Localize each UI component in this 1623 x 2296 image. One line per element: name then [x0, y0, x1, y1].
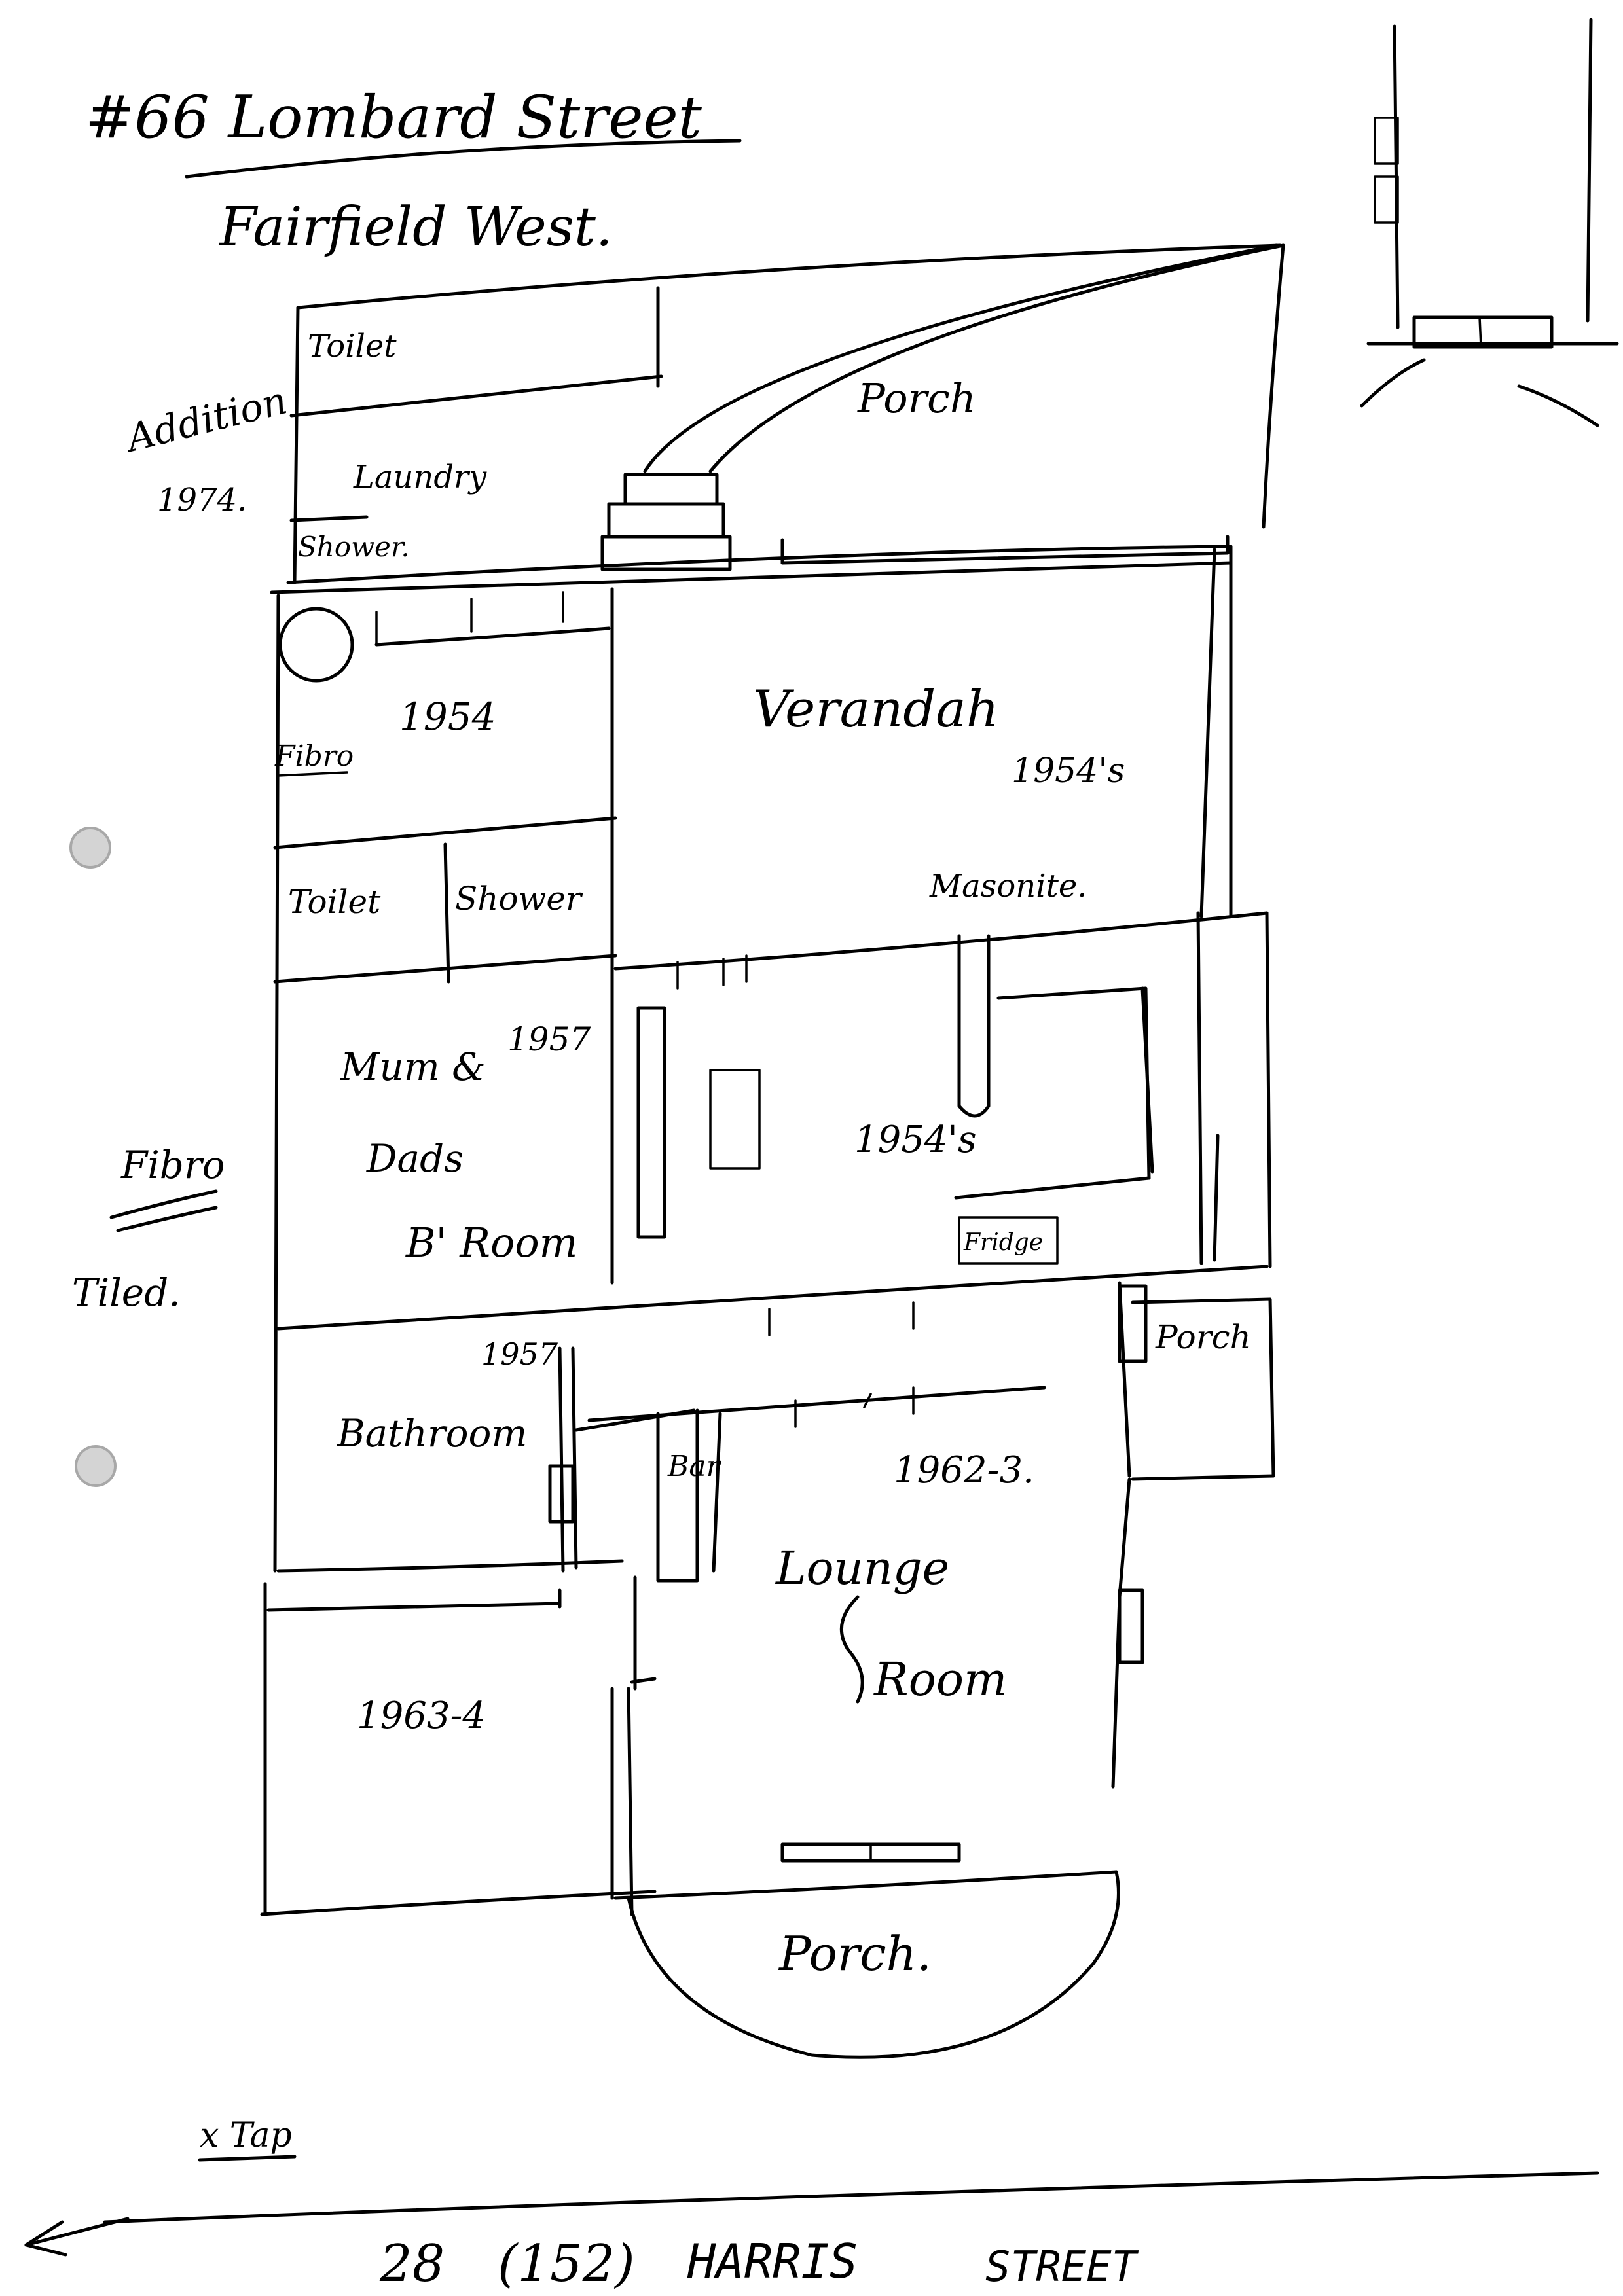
north-arrow-shaft [24, 2217, 130, 2247]
fibro-room-label: Fibro [274, 740, 354, 773]
porch-side-label: Porch [1155, 1318, 1251, 1356]
street-line [103, 2171, 1599, 2224]
suburb-title: Fairfield West. [218, 196, 613, 259]
house-walls [260, 243, 1285, 2059]
north-arrow-head [24, 2220, 67, 2257]
addition-note: Addition [119, 378, 291, 461]
street-number: 28 [379, 2234, 445, 2293]
verandah-label: Verandah [753, 680, 999, 739]
neighbour-sketch [1360, 18, 1619, 427]
fridge-label: Fridge [963, 1229, 1043, 1256]
addition-year-note: 1974. [157, 482, 247, 518]
porch-front-label: Porch. [778, 1926, 932, 1981]
mum-dads-year: 1957 [507, 1020, 591, 1058]
masonite-label: Masonite. [929, 868, 1087, 905]
bar-label: Bar [667, 1450, 722, 1483]
fibro-room-underline [277, 771, 348, 777]
punch-hole-upper [69, 827, 111, 869]
tap-underline [198, 2155, 297, 2162]
verandah-year: 1954's [1012, 751, 1125, 791]
tiled-note: Tiled. [72, 1270, 181, 1315]
back-room-year: 1963-4 [357, 1695, 486, 1737]
bathroom-label: Bathroom [337, 1411, 527, 1456]
lounge-year: 1962-3. [894, 1449, 1034, 1492]
bathroom-year: 1957 [481, 1336, 558, 1372]
toilet-mid-label: Toilet [288, 883, 381, 921]
street-name: HARRIS [687, 2234, 858, 2289]
toilet-top-label: Toilet [308, 328, 397, 365]
lounge-line1: Lounge [775, 1541, 949, 1595]
mum-dads-line2: Dads [366, 1136, 464, 1181]
tap-note: x Tap [200, 2116, 292, 2155]
title-underline [185, 139, 742, 179]
lot-number: (152) [498, 2234, 635, 2293]
laundry-label: Laundry [353, 459, 487, 495]
shower-top-label: Shower. [298, 531, 410, 563]
porch-top-label: Porch [857, 374, 976, 422]
fibro-margin-note: Fibro [120, 1143, 225, 1187]
fibro-room-year: 1954 [399, 694, 496, 739]
lounge-line2: Room [873, 1653, 1007, 1706]
lounge-connector-stroke [839, 1595, 864, 1704]
shower-mid-label: Shower [455, 880, 583, 918]
mum-dads-line1: Mum & [340, 1045, 486, 1089]
punch-hole-lower [75, 1445, 117, 1487]
mum-dads-line3: B' Room [405, 1219, 577, 1266]
fibro-underline [109, 1189, 218, 1232]
kitchen-year: 1954's [854, 1119, 977, 1161]
address-title: #66 Lombard Street [85, 83, 702, 152]
street-word: STREET [985, 2243, 1139, 2291]
